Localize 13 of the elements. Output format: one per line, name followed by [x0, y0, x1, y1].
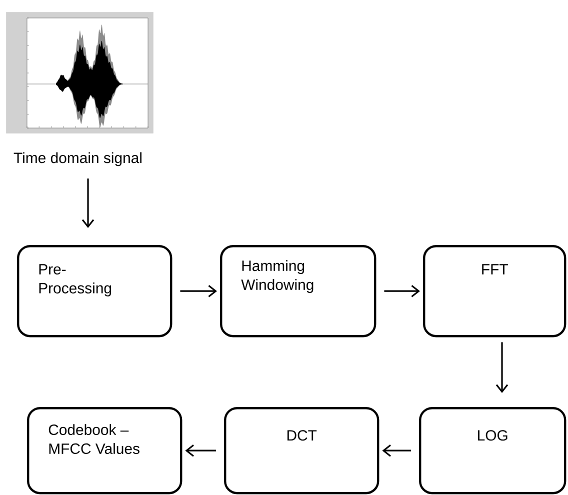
process-box: Hamming Windowing	[220, 245, 376, 338]
node-label: Time domain signal	[14, 152, 142, 166]
process-box: LOG	[419, 407, 566, 494]
process-box: DCT	[224, 407, 380, 494]
arrow	[382, 444, 411, 457]
arrow	[82, 178, 94, 228]
arrow	[496, 342, 508, 393]
process-box: Codebook – MFCC Values	[27, 407, 182, 494]
process-box: Pre- Processing	[17, 245, 172, 338]
process-box: FFT	[423, 245, 566, 338]
arrow	[180, 284, 217, 298]
arrow	[384, 284, 420, 298]
arrow	[185, 444, 216, 457]
